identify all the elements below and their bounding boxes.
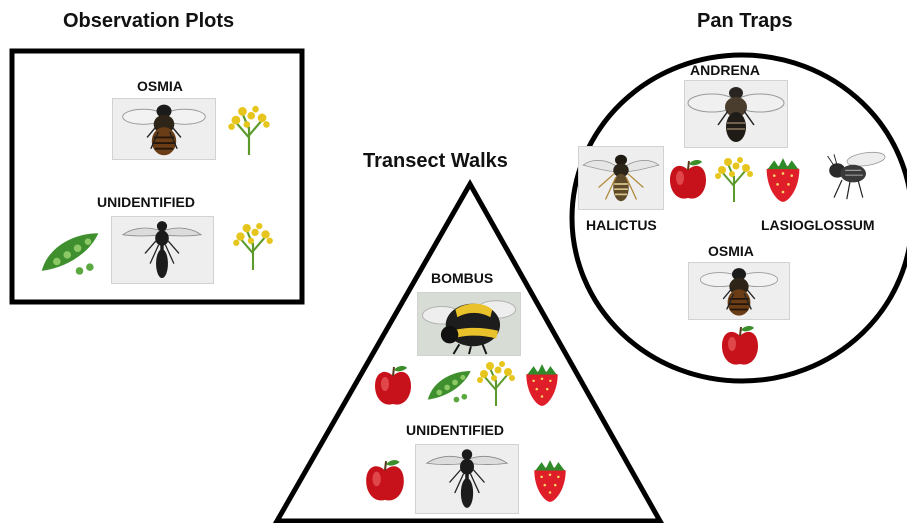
- unidentified-wasp-photo: [111, 216, 214, 284]
- osmia-photo: [688, 262, 790, 320]
- halictus-bee-icon: [582, 153, 660, 203]
- pan-traps-circle: [569, 52, 907, 384]
- bumblebee-icon: [421, 299, 517, 356]
- osmia-bee-icon: [121, 103, 207, 157]
- osmia-bee-icon: [699, 267, 779, 317]
- apple-icon: [365, 459, 405, 502]
- bombus-photo: [417, 292, 521, 356]
- osmia-label: OSMIA: [137, 78, 183, 94]
- pea-pod-icon: [427, 371, 471, 403]
- canola-flower-icon: [476, 360, 516, 407]
- halictus-label: HALICTUS: [586, 217, 657, 233]
- pan-traps-title: Pan Traps: [697, 10, 793, 32]
- transect-walks-title: Transect Walks: [363, 150, 508, 172]
- canola-flower-icon: [714, 156, 754, 203]
- canola-flower-icon: [227, 104, 271, 157]
- osmia-label: OSMIA: [708, 243, 754, 259]
- transect-walks-triangle: [272, 178, 664, 523]
- apple-icon: [669, 159, 707, 200]
- lasioglossum-bee-icon: [826, 149, 887, 200]
- strawberry-icon: [534, 460, 566, 502]
- wasp-icon: [122, 220, 202, 279]
- strawberry-icon: [526, 364, 558, 406]
- pea-pod-icon: [41, 233, 99, 275]
- unidentified-label: UNIDENTIFIED: [97, 194, 195, 210]
- andrena-label: ANDRENA: [690, 62, 760, 78]
- observation-plots-title: Observation Plots: [63, 10, 235, 32]
- andrena-bee-icon: [687, 86, 785, 143]
- wasp-icon: [426, 448, 508, 509]
- observation-plots-box: [9, 48, 305, 305]
- unidentified-label: UNIDENTIFIED: [406, 422, 504, 438]
- canola-flower-icon: [232, 221, 274, 272]
- apple-icon: [374, 365, 412, 406]
- apple-icon: [721, 325, 759, 366]
- bombus-label: BOMBUS: [431, 270, 494, 286]
- andrena-photo: [684, 80, 788, 148]
- unidentified-wasp-photo: [415, 444, 519, 514]
- strawberry-icon: [766, 158, 800, 202]
- osmia-photo: [112, 98, 216, 160]
- lasioglossum-label: LASIOGLOSSUM: [761, 217, 875, 233]
- halictus-photo: [578, 146, 664, 210]
